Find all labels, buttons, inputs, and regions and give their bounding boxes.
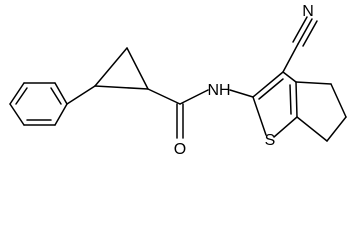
molecule-structure: N NH O S	[9, 3, 347, 158]
bond	[296, 116, 328, 142]
bond	[94, 85, 149, 90]
carbonyl-double-bond	[176, 103, 184, 139]
bond	[147, 88, 181, 105]
thiophene-ring	[252, 71, 298, 138]
bond	[252, 71, 284, 98]
bond	[295, 81, 332, 85]
nitrile-group	[282, 16, 318, 73]
bond	[295, 81, 298, 118]
bond	[282, 71, 297, 83]
bond	[66, 85, 96, 105]
bond	[9, 82, 25, 105]
nitrile-nitrogen-label: N	[302, 3, 314, 20]
bond	[179, 89, 209, 105]
double-bond	[258, 78, 284, 100]
carbonyl-oxygen-label: O	[174, 141, 186, 158]
triple-bond	[292, 16, 308, 43]
double-bond	[289, 84, 292, 115]
triple-bond	[297, 18, 313, 45]
bond	[330, 83, 347, 118]
amide-nitrogen-label: NH	[207, 82, 230, 99]
bond	[273, 116, 298, 138]
bond	[229, 89, 254, 98]
aromatic-double-bond	[15, 87, 28, 105]
aromatic-double-bond	[50, 87, 62, 105]
phenyl-ring	[9, 82, 68, 126]
cyclopentane-ring	[295, 81, 347, 142]
bond	[326, 116, 347, 142]
bond	[94, 47, 128, 87]
bond	[126, 47, 149, 90]
bond	[54, 82, 68, 105]
bond	[282, 43, 299, 73]
bond	[9, 103, 25, 126]
cyclopropane-ring	[94, 47, 149, 90]
thiophene-sulfur-label: S	[265, 132, 276, 149]
triple-bond	[302, 20, 318, 47]
bond	[252, 96, 267, 136]
bond	[54, 103, 68, 126]
